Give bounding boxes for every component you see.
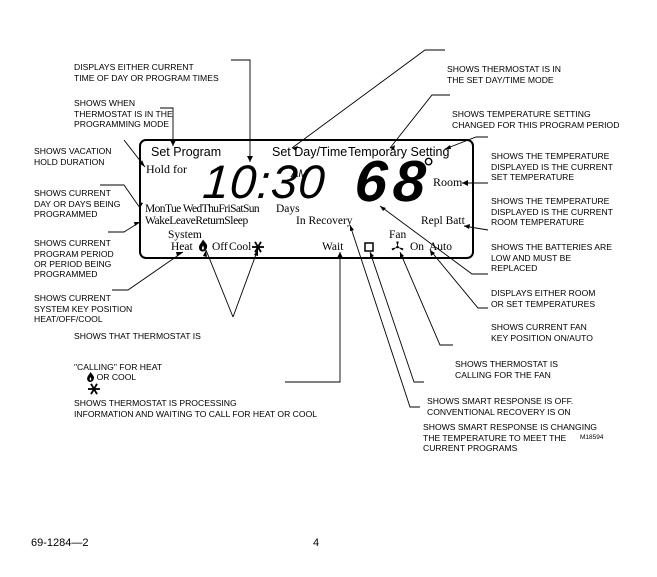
leader-smart-changing [349,224,420,408]
leader-programming [160,107,174,146]
leader-time [231,59,251,162]
leader-fan-key [429,249,488,309]
page-number: 4 [313,537,320,549]
leader-period [108,221,141,233]
doc-number: 69-1284—2 [31,537,89,549]
am-indicator: AM [291,168,308,180]
room-label: Room [433,175,463,189]
day-indicators: MonTue WedThuFriSatSun [145,203,260,215]
period-sleep: Sleep [224,215,248,227]
fan-icon [391,241,404,251]
time-readout: 10:30 [201,155,328,208]
temperature-readout: 68 [352,149,434,214]
leader-processing [285,252,341,383]
leader-smart-off [369,251,424,383]
leader-calling-cool [232,248,259,318]
auto-label: Auto [429,241,452,253]
heat-label: Heat [171,241,193,253]
set-day-time-label: Set Day/Time [272,145,348,159]
snowflake-icon [252,241,264,253]
leader-day [100,184,141,209]
leader-system [112,251,184,291]
callout-calling: SHOWS THAT THERMOSTAT IS "CALLING" FOR H… [74,311,201,417]
snowflake-icon [87,383,100,396]
off-label: Off [212,241,228,253]
period-indicators: WakeLeaveReturnSleep [145,215,248,227]
day-sun: Sun [242,203,260,215]
degree-symbol: ° [423,152,435,183]
leader-fan-call [399,251,453,346]
in-recovery-label: In Recovery [296,215,353,227]
figure-id: M18594 [580,434,604,441]
period-leave: Leave [169,215,196,227]
flame-icon [199,239,208,252]
wait-label: Wait [322,241,344,253]
day-mon: Mon [145,203,166,215]
flame-icon [86,372,94,383]
hold-for-label: Hold for [146,162,187,176]
on-label: On [410,241,425,253]
day-sat: Sat [230,203,244,215]
period-return: Return [195,215,225,227]
leader-temp-setting [389,94,450,149]
repl-batt-label: Repl Batt [421,215,465,227]
days-label: Days [276,203,300,215]
period-wake: Wake [145,215,170,227]
system-label: System [168,229,202,241]
day-thu: Thu [201,203,219,215]
temporary-setting-label: Temporary Setting [348,145,450,159]
day-wed: Wed [182,203,203,215]
callout-smart-off: SHOWS SMART RESPONSE IS OFF.CONVENTIONAL… [427,396,574,417]
day-fri: Fri [218,203,231,215]
fan-label: Fan [389,229,407,241]
leader-set-temp [444,136,488,150]
day-tue: Tue [164,203,181,215]
leader-calling-heat [205,249,234,318]
leader-set-day [291,49,445,149]
leader-room-set [379,205,488,275]
cool-label: Cool [229,241,252,253]
lcd-frame [139,139,474,259]
set-program-label: Set Program [151,145,222,159]
square-icon [364,242,374,252]
